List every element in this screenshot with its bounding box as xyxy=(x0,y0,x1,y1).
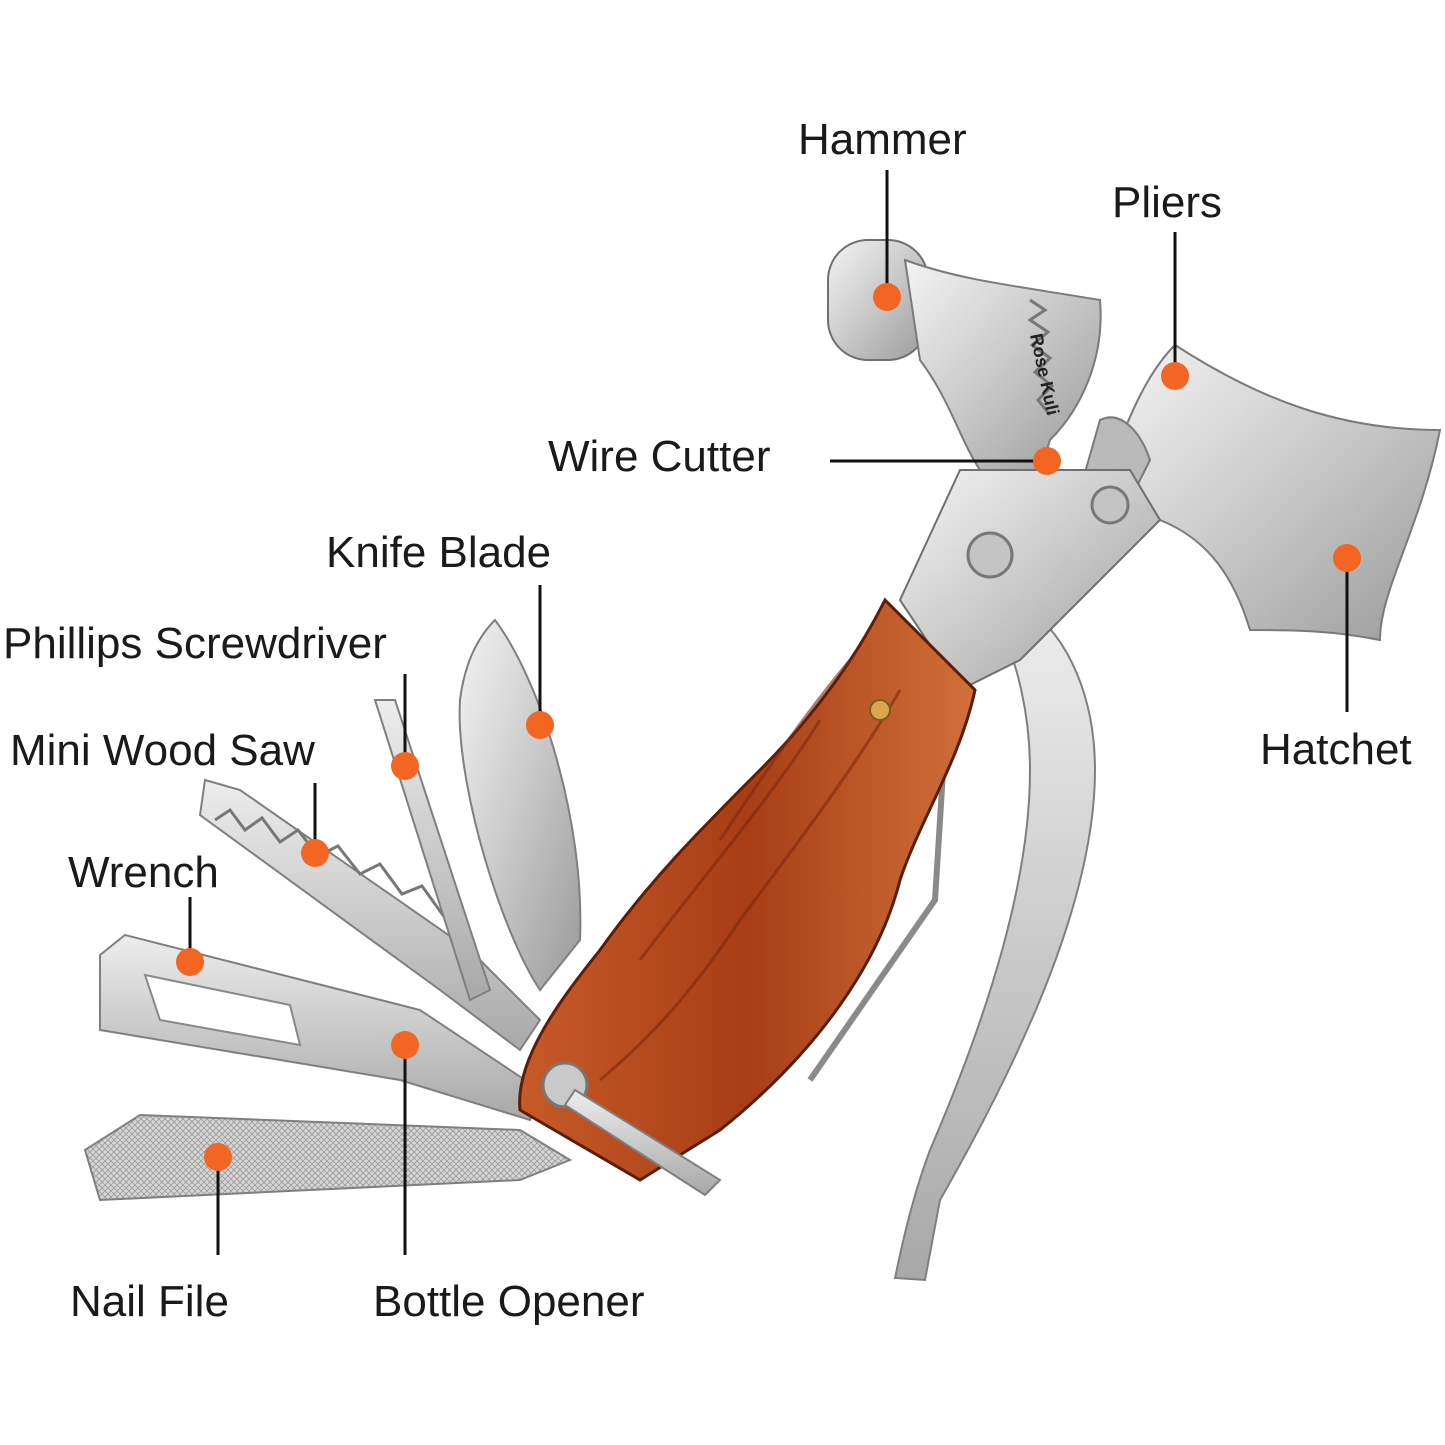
label-wrench: Wrench xyxy=(68,848,219,897)
label-hatchet: Hatchet xyxy=(1260,725,1412,774)
wood-handle xyxy=(518,597,977,1182)
lanyard-clip xyxy=(807,739,948,1082)
pliers-marker xyxy=(1161,362,1189,390)
label-phillips-screwdriver: Phillips Screwdriver xyxy=(3,619,387,668)
steel-head-block xyxy=(898,469,1162,692)
hatchet-blade xyxy=(1108,343,1442,642)
label-knife-blade: Knife Blade xyxy=(326,528,552,577)
saw-blade xyxy=(198,778,542,1052)
bottle-opener-marker xyxy=(391,1031,419,1059)
handle-screw xyxy=(869,699,891,721)
wrench-marker xyxy=(176,948,204,976)
plier-jaw-teeth xyxy=(1027,298,1055,416)
nail-file-marker xyxy=(204,1143,232,1171)
knife-blade-marker xyxy=(526,711,554,739)
knife-blade-shape xyxy=(458,618,582,992)
lock-bar xyxy=(563,1088,722,1197)
label-wire-cutter: Wire Cutter xyxy=(548,432,771,481)
label-mini-wood-saw: Mini Wood Saw xyxy=(10,726,315,775)
pivot-rivet-2 xyxy=(1090,485,1130,525)
nail-file xyxy=(83,1113,573,1202)
hatchet-marker xyxy=(1333,544,1361,572)
label-bottle-opener: Bottle Opener xyxy=(373,1277,645,1326)
phillips-screwdriver-marker xyxy=(391,752,419,780)
multitool-artwork: Rose Kuli xyxy=(83,239,1442,1282)
label-nail-file: Nail File xyxy=(70,1277,229,1326)
pivot-rivet xyxy=(966,531,1014,579)
hammer-marker xyxy=(873,283,901,311)
wrench-cutout xyxy=(143,973,302,1047)
label-pliers: Pliers xyxy=(1112,178,1223,227)
mini-wood-saw-marker xyxy=(301,839,329,867)
hammer-head xyxy=(903,258,1102,471)
wood-grain xyxy=(599,659,902,1082)
markers xyxy=(176,283,1361,1171)
plier-handle xyxy=(893,608,1097,1282)
leader-lines xyxy=(188,170,1349,1255)
label-hammer: Hammer xyxy=(798,115,967,164)
wire-cutter-marker xyxy=(1033,447,1061,475)
